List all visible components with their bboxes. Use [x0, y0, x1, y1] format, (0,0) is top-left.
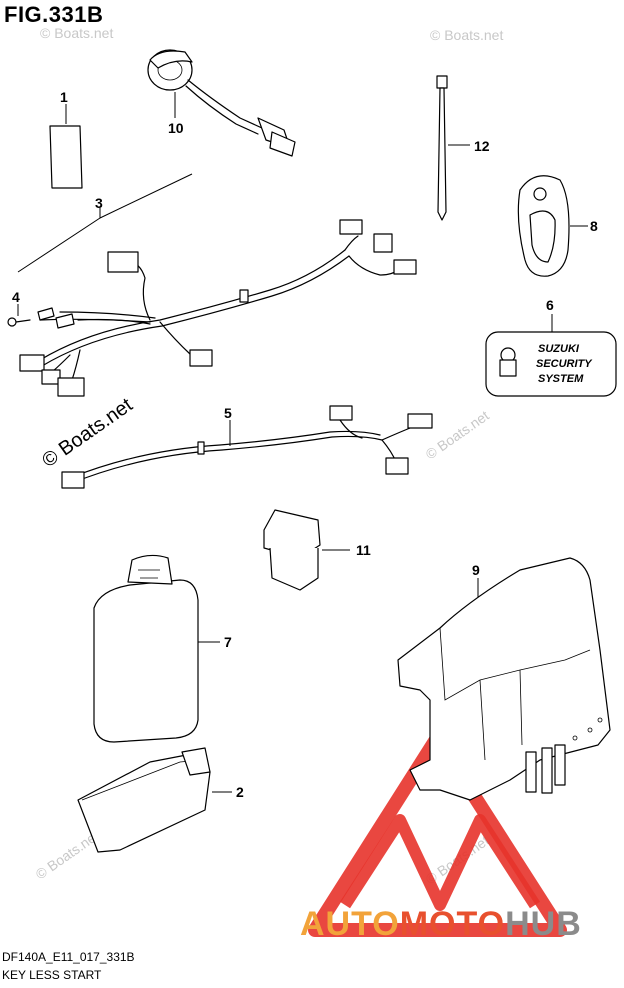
callout-11: 11: [356, 542, 371, 558]
part-7-control-unit: [93, 554, 220, 743]
callout-12: 12: [474, 138, 490, 154]
callout-7: 7: [224, 634, 232, 650]
callout-1: 1: [60, 89, 68, 105]
label-line-2: SECURITY: [536, 358, 593, 370]
part-1-sheet: [49, 104, 83, 189]
label-line-1: SUZUKI: [538, 343, 580, 355]
callout-9: 9: [472, 562, 480, 578]
callout-3: 3: [95, 195, 103, 211]
part-6-security-label: SUZUKI SECURITY SYSTEM: [485, 314, 617, 397]
callout-4: 4: [12, 289, 20, 305]
brand-part-moto: MOTO: [399, 905, 506, 943]
brand-wordmark: AUTOMOTOHUB: [300, 905, 582, 944]
callout-10: 10: [168, 120, 184, 136]
warning-triangle-logo: [308, 731, 567, 937]
brand-part-hub: HUB: [505, 905, 582, 943]
callout-5: 5: [224, 405, 232, 421]
watermark: © Boats.net: [423, 407, 492, 462]
part-2-case: [77, 747, 232, 853]
part-11-relay: [263, 509, 350, 591]
brand-part-auto: AUTO: [300, 905, 400, 943]
figure-code: DF140A_E11_017_331B: [2, 950, 135, 964]
callout-2: 2: [236, 784, 244, 800]
callout-6: 6: [546, 297, 554, 313]
part-3-wire-harness: [17, 173, 417, 397]
watermark: © Boats.net: [430, 27, 503, 43]
part-8-key-fob: [517, 175, 588, 277]
part-12-cable-tie: [436, 75, 470, 221]
callout-8: 8: [590, 218, 598, 234]
figure-caption: KEY LESS START: [2, 968, 102, 982]
watermark: © Boats.net: [40, 25, 113, 41]
label-line-3: SYSTEM: [538, 373, 584, 385]
part-9-bracket: [397, 557, 611, 801]
figure-title: FIG.331B: [4, 2, 104, 27]
part-5-extension-harness: [61, 405, 433, 489]
part-10-coupler: [147, 49, 296, 157]
part-4-screw: [7, 304, 31, 327]
